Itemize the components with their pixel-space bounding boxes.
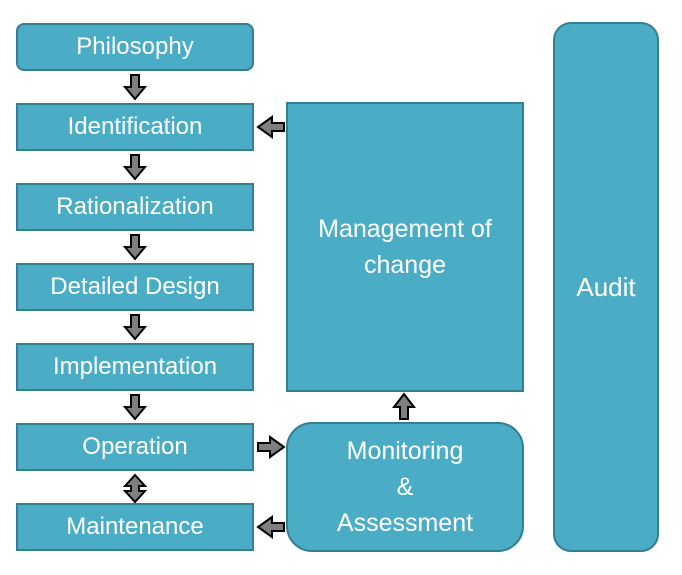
- step-philosophy-label: Philosophy: [76, 33, 194, 60]
- step-implementation: Implementation: [16, 343, 254, 391]
- step-maintenance-label: Maintenance: [66, 513, 204, 540]
- arrow-identification-to-rationalization: [122, 154, 148, 181]
- audit-label: Audit: [576, 271, 636, 302]
- step-rationalization: Rationalization: [16, 183, 254, 231]
- step-identification-label: Identification: [67, 113, 203, 140]
- arrow-monitoring-to-maintenance: [256, 515, 285, 539]
- arrow-detailed-design-to-implementation: [122, 314, 148, 341]
- arrow-philosophy-to-identification: [122, 74, 148, 101]
- step-operation-label: Operation: [82, 433, 188, 460]
- step-operation: Operation: [16, 423, 254, 471]
- management-of-change-box: Management of change: [286, 102, 524, 392]
- audit-box: Audit: [553, 22, 659, 552]
- step-detailed-design: Detailed Design: [16, 263, 254, 311]
- management-of-change-label: Management of change: [318, 215, 492, 279]
- arrow-implementation-to-operation: [122, 394, 148, 421]
- arrow-moc-to-identification: [256, 115, 285, 139]
- arrow-rationalization-to-detailed-design: [122, 234, 148, 261]
- arrow-operation-maintenance-bidirectional: [122, 473, 148, 504]
- arrow-monitoring-to-moc: [391, 392, 417, 420]
- step-rationalization-label: Rationalization: [56, 193, 214, 220]
- step-identification: Identification: [16, 103, 254, 151]
- step-implementation-label: Implementation: [52, 353, 218, 380]
- monitoring-assessment-label: Monitoring & Assessment: [336, 437, 474, 537]
- step-philosophy: Philosophy: [16, 23, 254, 71]
- step-maintenance: Maintenance: [16, 503, 254, 551]
- monitoring-assessment-box: Monitoring & Assessment: [286, 422, 524, 552]
- step-detailed-design-label: Detailed Design: [50, 273, 220, 300]
- arrow-operation-to-monitoring: [257, 435, 286, 459]
